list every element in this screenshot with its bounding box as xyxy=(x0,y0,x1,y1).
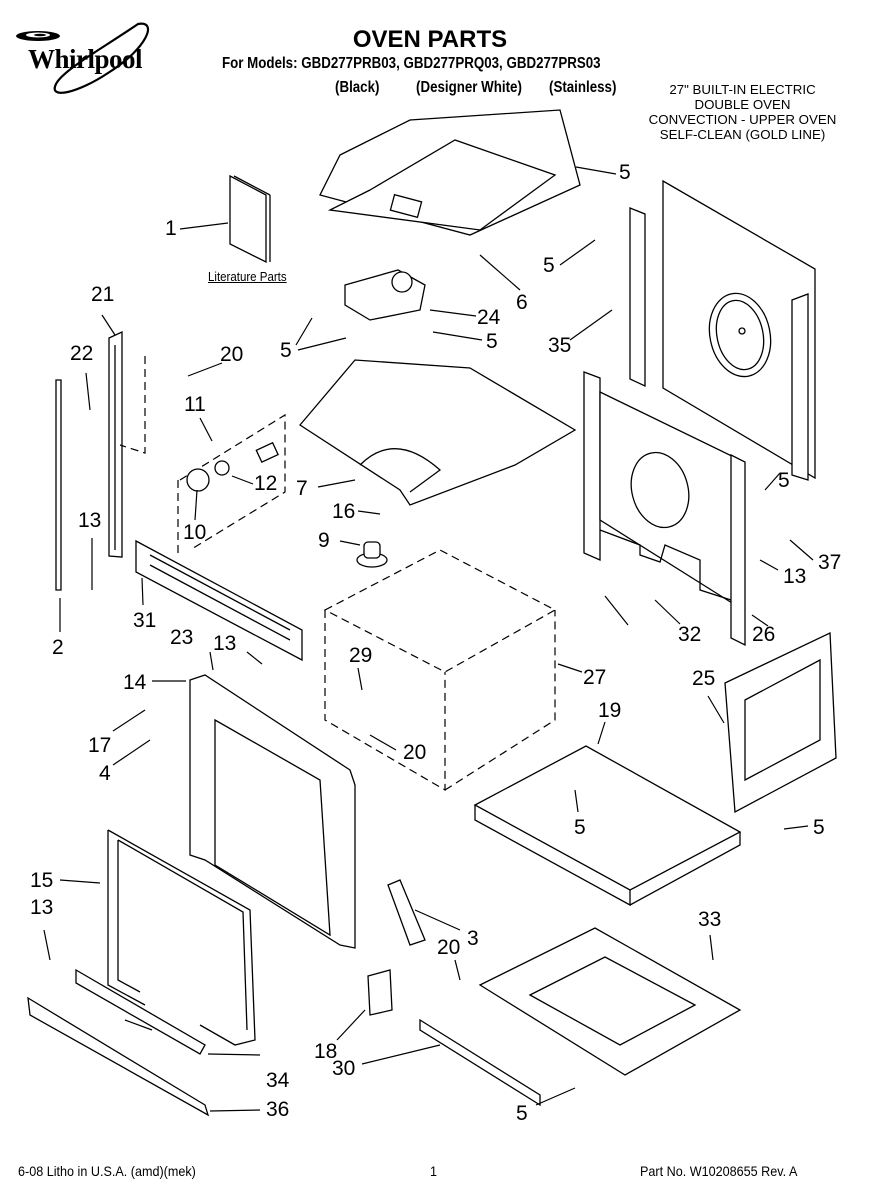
part-vent-trim xyxy=(135,539,303,662)
part-bottom-tray xyxy=(478,927,742,1076)
callout-6: 6 xyxy=(516,291,528,314)
variant-black: (Black) xyxy=(335,79,380,96)
part-top-cover xyxy=(319,109,581,236)
description-line: CONVECTION - UPPER OVEN xyxy=(648,112,837,127)
part-side-trims xyxy=(55,330,146,591)
callout-13: 13 xyxy=(783,565,807,588)
callout-5: 5 xyxy=(813,816,825,839)
literature-parts-label: Literature Parts xyxy=(208,270,287,284)
footer-page-number: 1 xyxy=(430,1163,438,1179)
description-line: SELF-CLEAN (GOLD LINE) xyxy=(659,127,826,142)
callout-25: 25 xyxy=(692,667,716,690)
part-side-panel xyxy=(724,631,837,814)
callout-32: 32 xyxy=(678,623,702,646)
product-description: 27" BUILT-IN ELECTRIC DOUBLE OVEN CONVEC… xyxy=(630,82,855,142)
part-divider-panel xyxy=(473,745,742,907)
callout-15: 15 xyxy=(30,869,54,892)
callout-19: 19 xyxy=(598,699,622,722)
callout-24: 24 xyxy=(477,306,501,329)
callout-13: 13 xyxy=(78,509,102,532)
callout-34: 34 xyxy=(266,1069,290,1092)
callout-11: 11 xyxy=(184,393,206,416)
part-door-gasket xyxy=(107,829,256,1046)
callout-5: 5 xyxy=(543,254,555,277)
footer-print-info: 6-08 Litho in U.S.A. (amd)(mek) xyxy=(18,1163,196,1179)
callout-5: 5 xyxy=(516,1102,528,1125)
callout-5: 5 xyxy=(778,469,790,492)
callout-31: 31 xyxy=(133,609,157,632)
callout-4: 4 xyxy=(99,762,111,785)
variant-designer-white: (Designer White) xyxy=(416,79,522,96)
logo-swirl-icon xyxy=(16,22,149,94)
callout-2: 2 xyxy=(52,636,64,659)
description-line: DOUBLE OVEN xyxy=(694,97,791,112)
callout-29: 29 xyxy=(349,644,373,667)
part-back-panel xyxy=(629,179,816,481)
callout-5: 5 xyxy=(280,339,292,362)
callout-33: 33 xyxy=(698,908,722,931)
callout-16: 16 xyxy=(332,500,356,523)
callout-13: 13 xyxy=(30,896,54,919)
callout-7: 7 xyxy=(296,477,308,500)
callout-1: 1 xyxy=(165,217,177,240)
part-oven-cavity xyxy=(323,549,557,792)
callout-27: 27 xyxy=(583,666,607,689)
page-title: OVEN PARTS xyxy=(352,26,508,53)
part-light-assembly xyxy=(177,413,286,555)
callout-5: 5 xyxy=(574,816,586,839)
part-bottom-channel xyxy=(419,1018,541,1107)
callout-20: 20 xyxy=(437,936,461,959)
part-literature xyxy=(229,174,271,264)
callout-36: 36 xyxy=(266,1098,290,1121)
part-rear-wall xyxy=(583,371,746,647)
models-line: For Models: GBD277PRB03, GBD277PRQ03, GB… xyxy=(222,55,601,72)
callout-30: 30 xyxy=(332,1057,356,1080)
callout-3: 3 xyxy=(467,927,479,950)
callout-20: 20 xyxy=(403,741,427,764)
callout-9: 9 xyxy=(318,529,330,552)
part-front-frame xyxy=(189,674,356,949)
callout-5: 5 xyxy=(486,330,498,353)
callout-14: 14 xyxy=(123,671,147,694)
part-oven-insulation-top xyxy=(299,359,577,506)
callout-5: 5 xyxy=(619,161,631,184)
callout-35: 35 xyxy=(548,334,572,357)
part-sensor xyxy=(356,541,388,568)
callout-23: 23 xyxy=(170,626,194,649)
description-line: 27" BUILT-IN ELECTRIC xyxy=(669,82,816,97)
callout-12: 12 xyxy=(254,472,278,495)
part-convection-motor-switch xyxy=(344,269,426,321)
callout-13: 13 xyxy=(213,632,237,655)
callout-37: 37 xyxy=(818,551,842,574)
part-bottom-trims xyxy=(27,968,210,1117)
callout-20: 20 xyxy=(220,343,244,366)
callout-26: 26 xyxy=(752,623,776,646)
footer-part-number: Part No. W10208655 Rev. A xyxy=(640,1163,798,1179)
brand-name: Whirlpool xyxy=(28,44,143,74)
callout-21: 21 xyxy=(91,283,115,306)
callout-18: 18 xyxy=(314,1040,338,1063)
part-brackets xyxy=(367,879,426,1016)
leader-lines xyxy=(43,166,814,1112)
callout-22: 22 xyxy=(70,342,94,365)
callout-10: 10 xyxy=(183,521,207,544)
callout-17: 17 xyxy=(88,734,112,757)
variant-stainless: (Stainless) xyxy=(549,79,617,96)
